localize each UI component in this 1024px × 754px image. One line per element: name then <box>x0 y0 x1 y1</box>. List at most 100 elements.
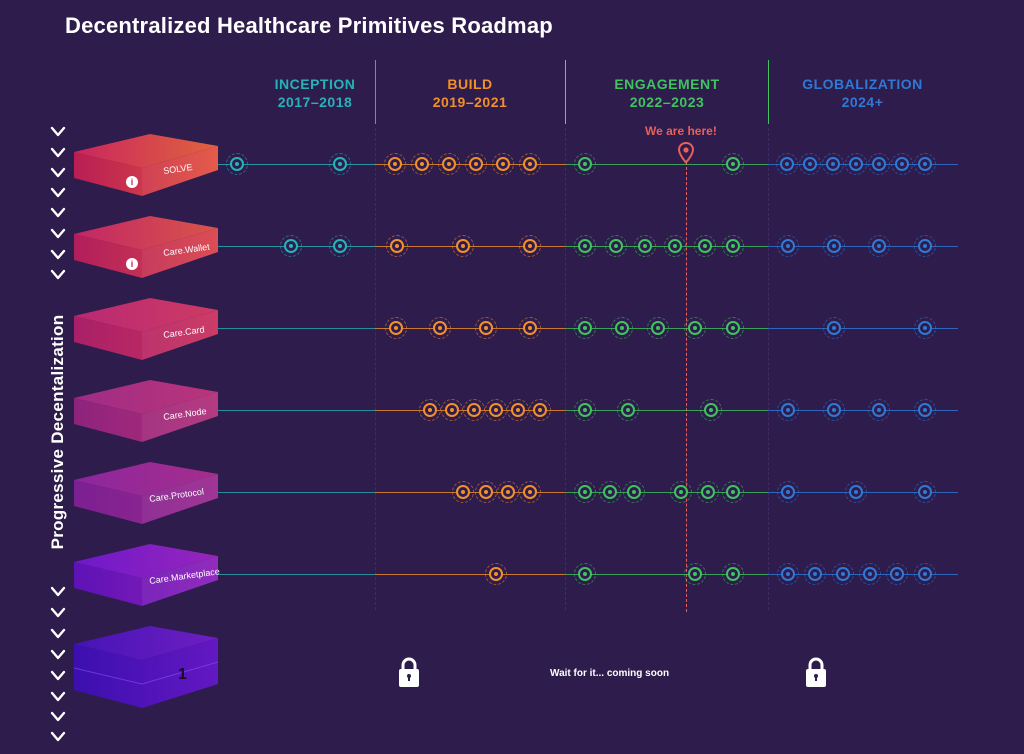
milestone-node[interactable] <box>722 317 744 339</box>
chevron-down-icon <box>50 649 66 661</box>
milestone-node[interactable] <box>722 563 744 585</box>
milestone-node[interactable] <box>694 235 716 257</box>
timeline-line <box>218 410 375 411</box>
milestone-node[interactable] <box>914 153 936 175</box>
milestone-node[interactable] <box>519 481 541 503</box>
milestone-node[interactable] <box>452 481 474 503</box>
milestone-node[interactable] <box>574 317 596 339</box>
milestone-node[interactable] <box>914 481 936 503</box>
milestone-node[interactable] <box>485 399 507 421</box>
milestone-node[interactable] <box>623 481 645 503</box>
milestone-node[interactable] <box>647 317 669 339</box>
milestone-node[interactable] <box>574 399 596 421</box>
product-box-care-marketplace[interactable]: Care.Marketplace <box>72 542 222 608</box>
milestone-node[interactable] <box>804 563 826 585</box>
milestone-node[interactable] <box>777 481 799 503</box>
milestone-node[interactable] <box>684 317 706 339</box>
milestone-node[interactable] <box>722 153 744 175</box>
milestone-node[interactable] <box>670 481 692 503</box>
milestone-node[interactable] <box>823 317 845 339</box>
milestone-node[interactable] <box>485 563 507 585</box>
milestone-node[interactable] <box>777 563 799 585</box>
milestone-node[interactable] <box>822 153 844 175</box>
chevron-down-icon <box>50 691 66 703</box>
milestone-node[interactable] <box>891 153 913 175</box>
milestone-node[interactable] <box>463 399 485 421</box>
milestone-node[interactable] <box>574 153 596 175</box>
milestone-node[interactable] <box>497 481 519 503</box>
milestone-node[interactable] <box>465 153 487 175</box>
milestone-node[interactable] <box>845 481 867 503</box>
milestone-node[interactable] <box>914 563 936 585</box>
phase-divider <box>565 60 566 124</box>
milestone-node[interactable] <box>329 235 351 257</box>
milestone-node[interactable] <box>859 563 881 585</box>
milestone-node[interactable] <box>475 317 497 339</box>
milestone-node[interactable] <box>777 235 799 257</box>
milestone-node[interactable] <box>776 153 798 175</box>
milestone-node[interactable] <box>226 153 248 175</box>
milestone-node[interactable] <box>475 481 497 503</box>
milestone-node[interactable] <box>574 235 596 257</box>
milestone-node[interactable] <box>438 153 460 175</box>
milestone-node[interactable] <box>611 317 633 339</box>
milestone-node[interactable] <box>452 235 474 257</box>
timeline-line <box>565 492 768 493</box>
milestone-node[interactable] <box>519 317 541 339</box>
timeline-line <box>768 246 958 247</box>
milestone-node[interactable] <box>419 399 441 421</box>
milestone-node[interactable] <box>799 153 821 175</box>
info-icon: i <box>126 176 138 188</box>
phase-globalization: GLOBALIZATION 2024+ <box>790 75 935 111</box>
milestone-node[interactable] <box>429 317 451 339</box>
product-box-care-card[interactable]: Care.Card <box>72 296 222 362</box>
milestone-node[interactable] <box>411 153 433 175</box>
milestone-node[interactable] <box>280 235 302 257</box>
milestone-node[interactable] <box>868 235 890 257</box>
milestone-node[interactable] <box>914 399 936 421</box>
milestone-node[interactable] <box>700 399 722 421</box>
milestone-node[interactable] <box>385 317 407 339</box>
milestone-node[interactable] <box>722 235 744 257</box>
coming-soon-text: Wait for it... coming soon <box>550 668 670 679</box>
milestone-node[interactable] <box>777 399 799 421</box>
milestone-node[interactable] <box>868 153 890 175</box>
milestone-node[interactable] <box>868 399 890 421</box>
milestone-node[interactable] <box>914 235 936 257</box>
milestone-node[interactable] <box>684 563 706 585</box>
milestone-node[interactable] <box>832 563 854 585</box>
product-box-care-node[interactable]: Care.Node <box>72 378 222 444</box>
milestone-node[interactable] <box>722 481 744 503</box>
milestone-node[interactable] <box>574 563 596 585</box>
milestone-node[interactable] <box>384 153 406 175</box>
milestone-node[interactable] <box>914 317 936 339</box>
milestone-node[interactable] <box>599 481 621 503</box>
chevron-down-icon <box>50 228 66 240</box>
milestone-node[interactable] <box>823 235 845 257</box>
product-box-care-protocol[interactable]: Care.Protocol <box>72 460 222 526</box>
milestone-node[interactable] <box>441 399 463 421</box>
milestone-node[interactable] <box>617 399 639 421</box>
phase-divider <box>375 60 376 124</box>
milestone-node[interactable] <box>634 235 656 257</box>
milestone-node[interactable] <box>519 153 541 175</box>
milestone-node[interactable] <box>886 563 908 585</box>
phase-name: BUILD <box>447 76 493 92</box>
milestone-node[interactable] <box>519 235 541 257</box>
chevron-down-icon <box>50 249 66 261</box>
milestone-node[interactable] <box>845 153 867 175</box>
milestone-node[interactable] <box>492 153 514 175</box>
milestone-node[interactable] <box>529 399 551 421</box>
milestone-node[interactable] <box>329 153 351 175</box>
milestone-node[interactable] <box>386 235 408 257</box>
milestone-node[interactable] <box>574 481 596 503</box>
milestone-node[interactable] <box>664 235 686 257</box>
phase-years: 2017–2018 <box>277 94 353 110</box>
milestone-node[interactable] <box>697 481 719 503</box>
milestone-node[interactable] <box>823 399 845 421</box>
milestone-node[interactable] <box>605 235 627 257</box>
milestone-node[interactable] <box>507 399 529 421</box>
phase-years: 2022–2023 <box>629 94 705 110</box>
